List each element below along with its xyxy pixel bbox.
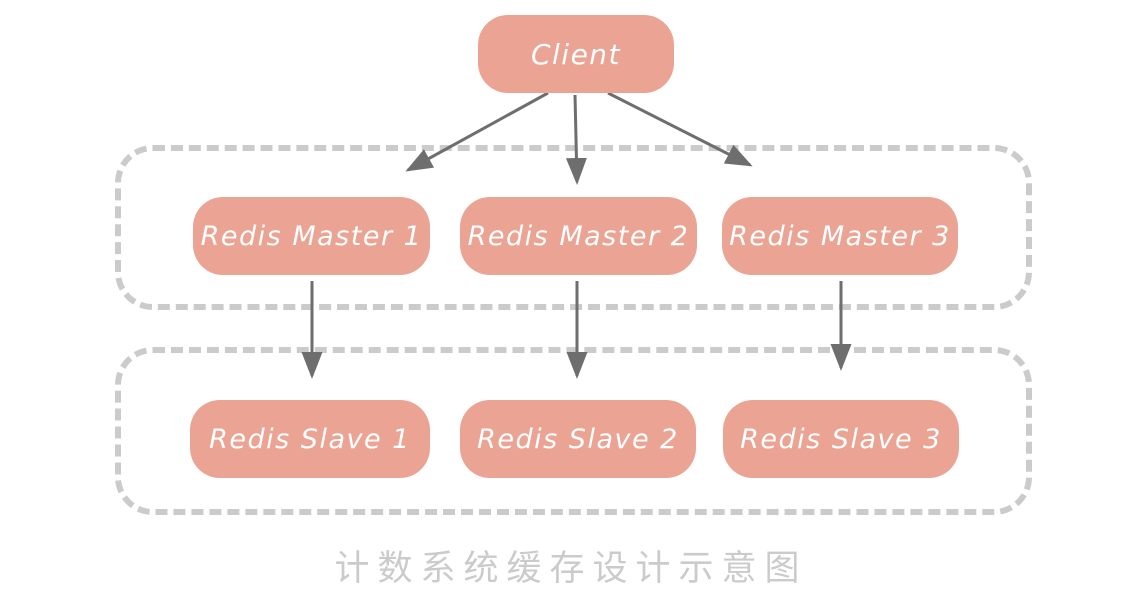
diagram-caption: 计数系统缓存设计示意图 — [334, 549, 808, 589]
client-node-label: Client — [530, 37, 622, 71]
slaves-tier-container — [115, 347, 1032, 515]
master-node-3: Redis Master 3 — [722, 197, 958, 275]
client-node: Client — [478, 15, 674, 93]
slave-node-2-label: Redis Slave 2 — [477, 423, 679, 455]
slave-node-1: Redis Slave 1 — [190, 400, 430, 478]
master-node-1: Redis Master 1 — [193, 197, 430, 275]
master-node-3-label: Redis Master 3 — [729, 220, 951, 252]
slave-node-3-label: Redis Slave 3 — [740, 423, 942, 455]
master-node-2-label: Redis Master 2 — [467, 220, 690, 252]
master-node-2: Redis Master 2 — [460, 197, 697, 275]
slave-node-3: Redis Slave 3 — [723, 400, 959, 478]
slave-node-1-label: Redis Slave 1 — [209, 423, 411, 455]
masters-tier-container — [115, 145, 1032, 310]
master-node-1-label: Redis Master 1 — [200, 220, 423, 252]
slave-node-2: Redis Slave 2 — [460, 400, 696, 478]
